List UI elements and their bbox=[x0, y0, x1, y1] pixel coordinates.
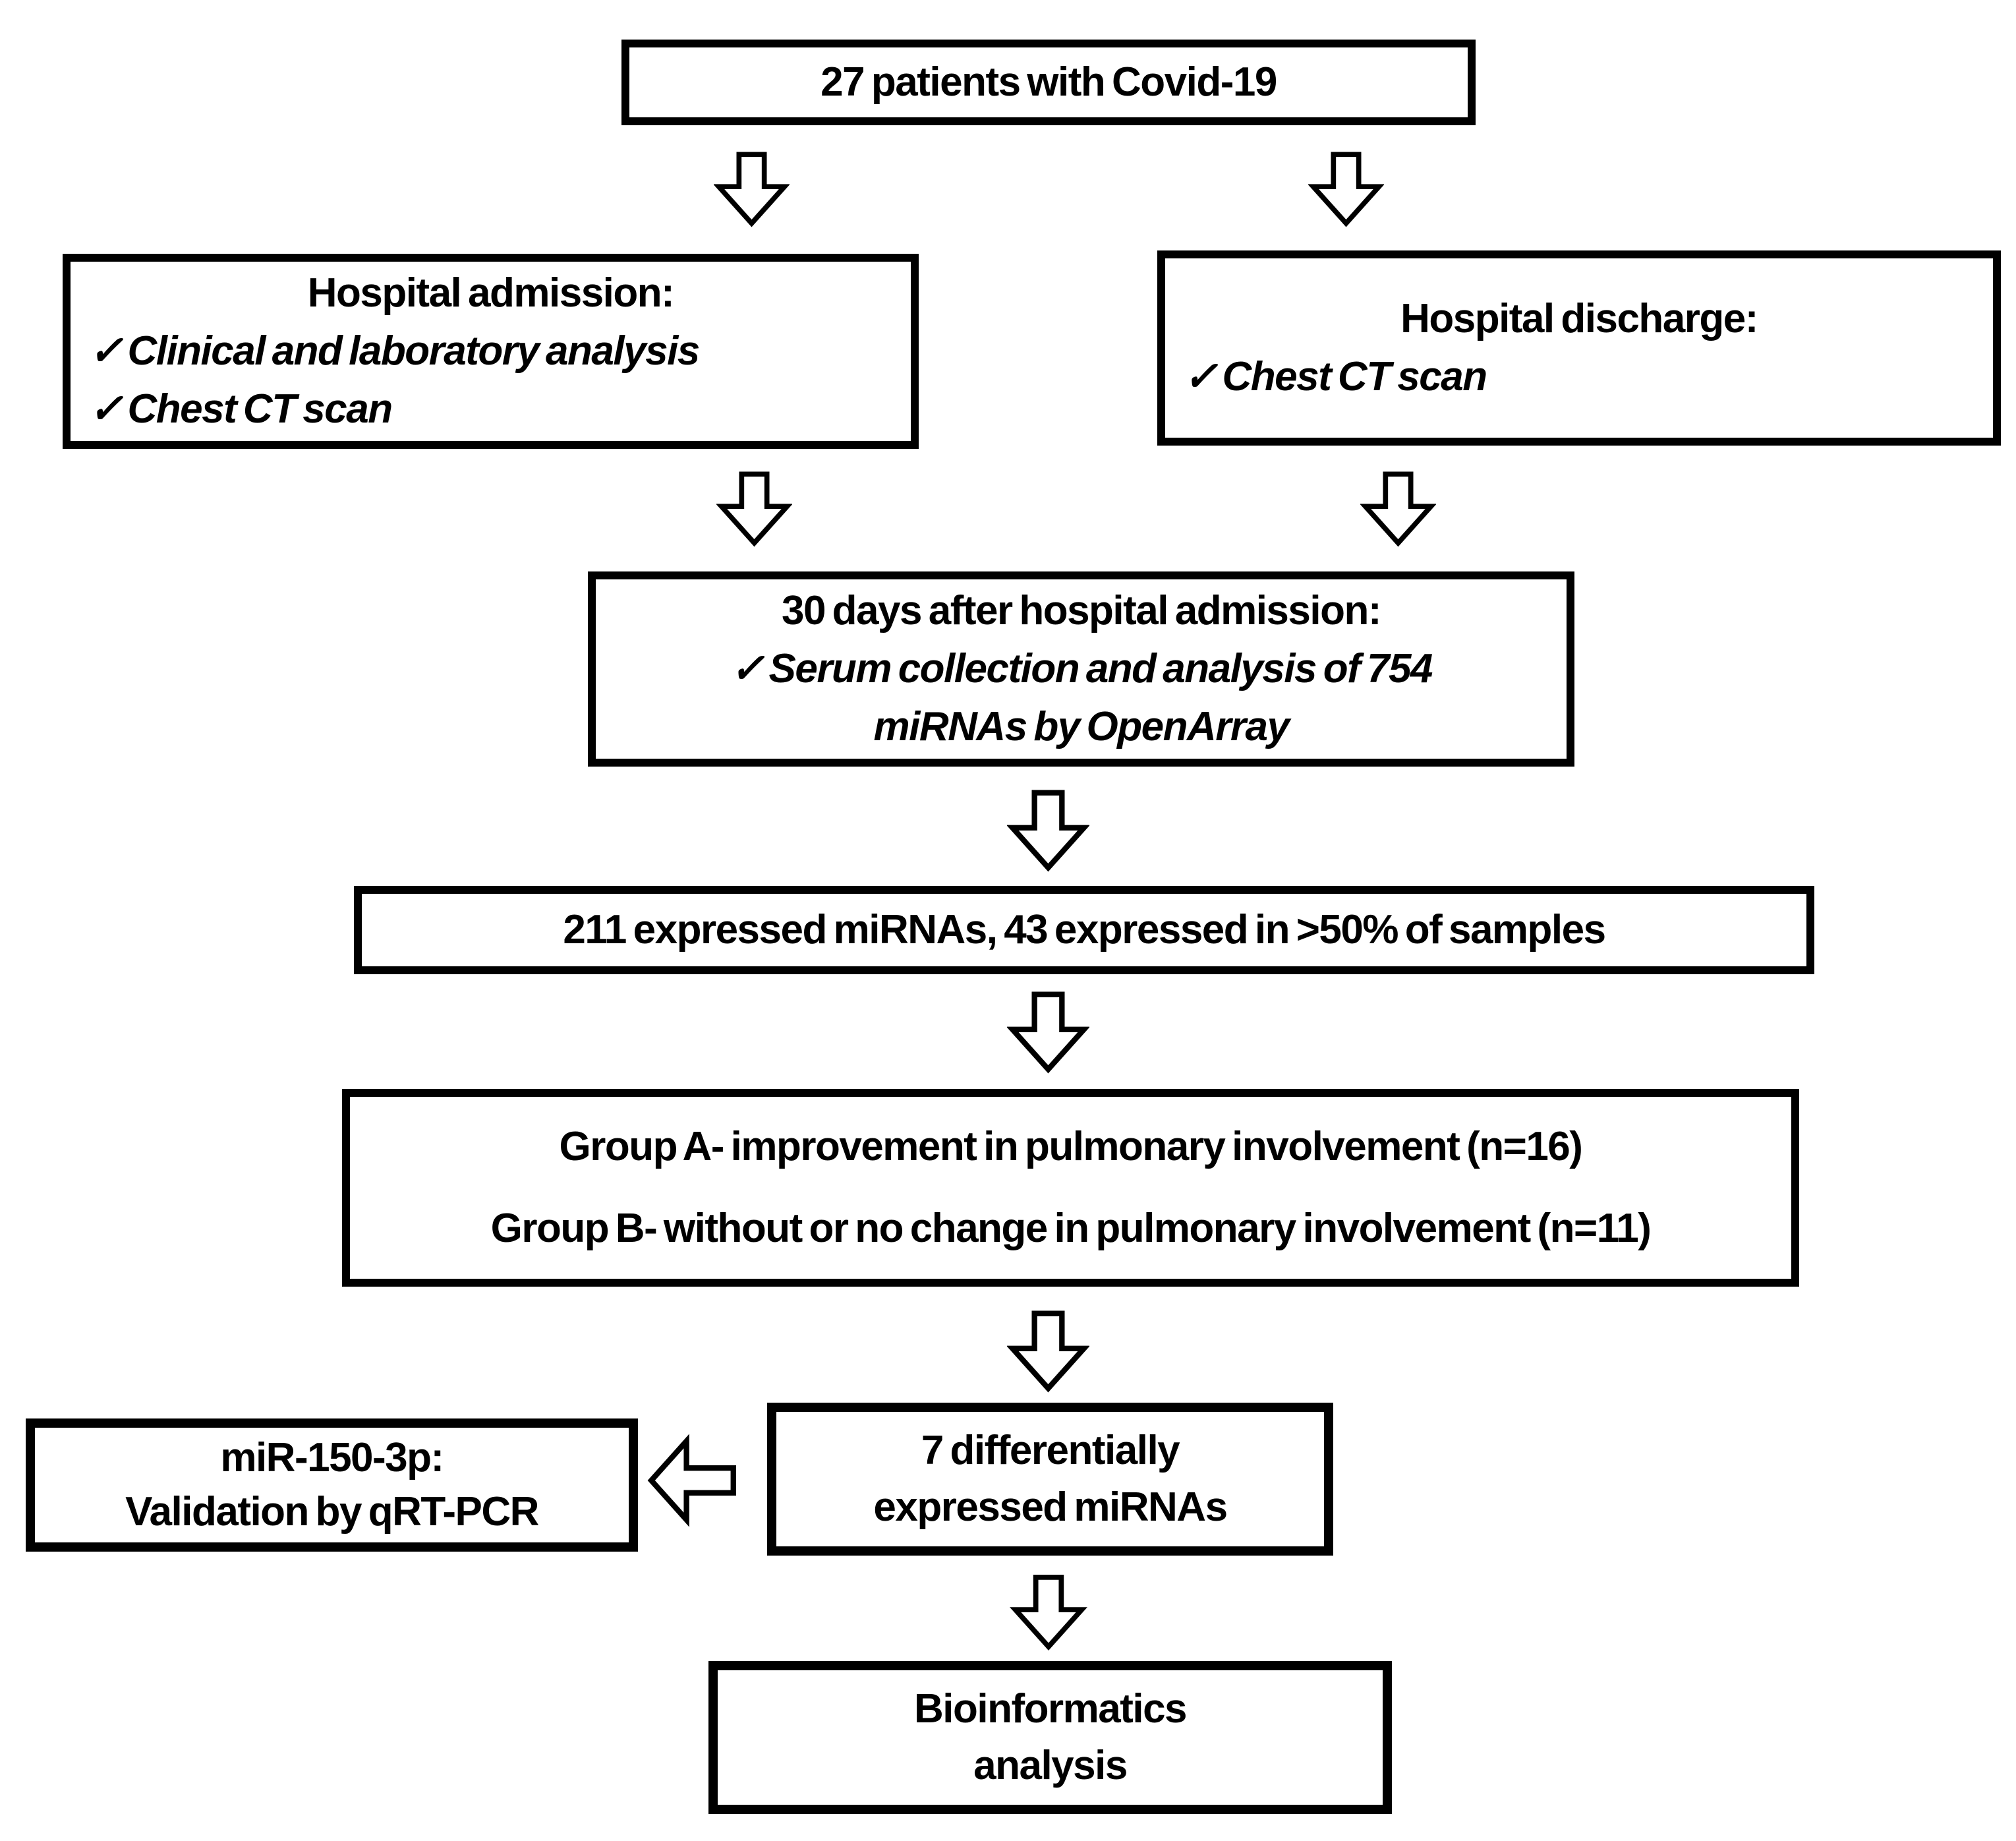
day30-check-text: Serum collection and analysis of 754 bbox=[768, 645, 1433, 691]
check-icon: ✓ bbox=[89, 386, 123, 432]
box-hospital-admission: Hospital admission: ✓ Clinical and labor… bbox=[63, 254, 919, 449]
group-b-text: Group B- without or no change in pulmona… bbox=[490, 1205, 1652, 1251]
admission-check-text-2: Chest CT scan bbox=[127, 386, 393, 432]
arrow-differential-to-validation bbox=[647, 1434, 736, 1527]
validation-line-2: Validation by qRT-PCR bbox=[125, 1489, 539, 1534]
bioinformatics-line-2: analysis bbox=[973, 1743, 1128, 1788]
arrow-discharge-to-day30 bbox=[1360, 471, 1436, 547]
admission-check-line-1: ✓ Clinical and laboratory analysis bbox=[71, 322, 911, 380]
box-expressed-mirnas: 211 expressed miRNAs, 43 expressed in >5… bbox=[354, 886, 1814, 974]
bioinformatics-line-1: Bioinformatics bbox=[913, 1686, 1188, 1732]
box-day30-title: 30 days after hospital admission: bbox=[781, 587, 1382, 633]
discharge-check-text-1: Chest CT scan bbox=[1222, 354, 1487, 399]
box-patients-covid: 27 patients with Covid-19 bbox=[621, 40, 1476, 125]
arrow-patients-to-discharge bbox=[1308, 152, 1384, 227]
differential-line-2: expressed miRNAs bbox=[873, 1484, 1228, 1530]
box-bioinformatics: Bioinformatics analysis bbox=[708, 1661, 1392, 1814]
box-mir150-validation: miR-150-3p: Validation by qRT-PCR bbox=[26, 1418, 638, 1552]
box-differential-mirnas: 7 differentially expressed miRNAs bbox=[767, 1403, 1333, 1556]
arrow-day30-to-expressed bbox=[1007, 790, 1089, 872]
check-icon: ✓ bbox=[1184, 354, 1218, 399]
box-discharge-title: Hospital discharge: bbox=[1400, 295, 1758, 341]
box-patients-text: 27 patients with Covid-19 bbox=[821, 59, 1277, 105]
arrow-differential-to-bioinformatics bbox=[1010, 1574, 1087, 1651]
validation-line-1: miR-150-3p: bbox=[220, 1435, 444, 1481]
group-a-text: Group A- improvement in pulmonary involv… bbox=[559, 1123, 1583, 1169]
box-30-days-serum: 30 days after hospital admission: ✓ Seru… bbox=[588, 571, 1574, 767]
arrow-admission-to-day30 bbox=[716, 471, 792, 547]
differential-line-1: 7 differentially bbox=[921, 1428, 1180, 1474]
box-admission-title: Hospital admission: bbox=[307, 270, 675, 316]
admission-check-text-1: Clinical and laboratory analysis bbox=[127, 328, 700, 374]
check-icon: ✓ bbox=[730, 645, 764, 691]
arrow-patients-to-admission bbox=[714, 152, 790, 227]
box-hospital-discharge: Hospital discharge: ✓ Chest CT scan bbox=[1157, 250, 2001, 446]
arrow-groups-to-differential bbox=[1007, 1310, 1089, 1393]
arrow-expressed-to-groups bbox=[1007, 991, 1089, 1074]
discharge-check-line-1: ✓ Chest CT scan bbox=[1165, 348, 1993, 406]
admission-check-line-2: ✓ Chest CT scan bbox=[71, 380, 911, 438]
day30-continuation-text: miRNAs by OpenArray bbox=[873, 704, 1290, 750]
day30-check-line: ✓ Serum collection and analysis of 754 bbox=[596, 640, 1567, 698]
box-patient-groups: Group A- improvement in pulmonary involv… bbox=[342, 1089, 1799, 1287]
check-icon: ✓ bbox=[89, 328, 123, 374]
box-expressed-text: 211 expressed miRNAs, 43 expressed in >5… bbox=[563, 906, 1606, 952]
